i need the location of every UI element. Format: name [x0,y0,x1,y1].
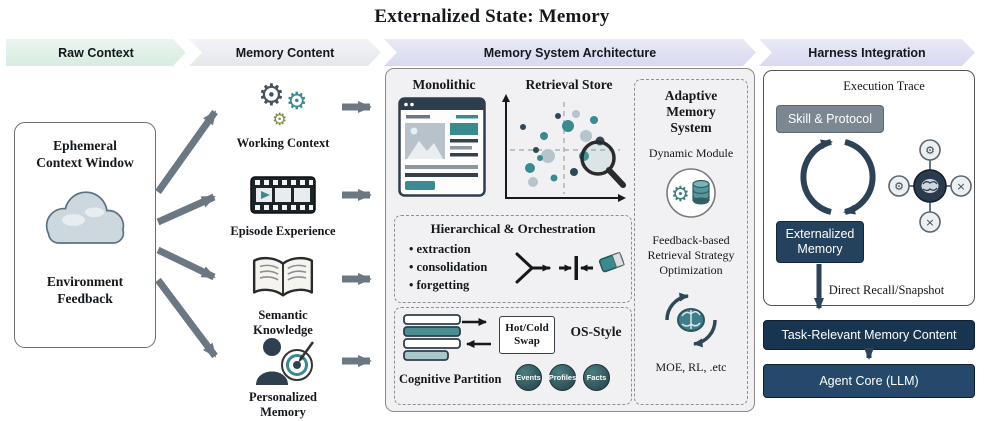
memory-item-label: Episode Experience [230,224,336,238]
cloud-icon [45,191,125,244]
banner-step-harness-integration: Harness Integration [759,39,975,66]
cognitive-partition-label: Cognitive Partition [399,372,502,386]
monolithic-webpage-icon [398,97,486,197]
banner-step-label: Harness Integration [808,45,926,60]
skill-protocol-box: Skill & Protocol [776,105,884,133]
film-strip-icon [250,176,316,214]
memory-item-semantic-knowledge: Semantic Knowledge [227,252,339,338]
agent-core-box: Agent Core (LLM) [763,364,975,398]
svg-text:⚙: ⚙ [671,182,690,206]
monolithic-label: Monolithic [412,77,476,92]
memory-item-episode-experience: Episode Experience [227,168,339,239]
retrieval-store-label: Retrieval Store [525,77,613,92]
memory-item-label: Personalized Memory [248,390,318,419]
adaptive-memory-box: Adaptive Memory System Dynamic Module ⚙ … [634,79,748,405]
partition-badges: Events Profiles Facts [515,364,610,391]
memory-item-label: Semantic Knowledge [253,308,313,337]
banner-step-label: Raw Context [58,45,134,60]
environment-feedback-label: Environment Feedback [46,274,124,306]
stage-banner: Raw Context Memory Content Memory System… [6,39,978,66]
open-book-icon [252,256,314,297]
task-relevant-memory-box: Task-Relevant Memory Content [763,320,975,350]
adaptive-title: Adaptive Memory System [664,88,718,135]
dynamic-module-label: Dynamic Module [648,146,734,160]
banner-step-label: Memory System Architecture [483,45,657,60]
badge-events: Events [515,364,542,391]
hot-cold-swap-label: Hot/Cold Swap [505,322,549,347]
memory-pages-icon [403,314,461,361]
externalized-memory-box: Externalized Memory [776,221,864,263]
hierarchical-title: Hierarchical & Orchestration [430,221,596,236]
page-title: Externalized State: Memory [374,6,610,27]
person-target-icon [256,338,315,385]
badge-facts: Facts [583,364,610,391]
hot-cold-swap-box: Hot/Cold Swap [499,316,555,354]
execution-trace-label: Execution Trace [843,79,925,93]
harness-integration-box: Execution Trace Skill & Protocol Externa… [763,70,975,306]
database-icon [692,179,710,205]
eraser-icon [598,251,625,273]
banner-step-label: Memory Content [235,45,335,60]
ephemeral-context-box: Ephemeral Context Window Environment Fee… [14,122,156,348]
gears-icon: ⚙⚙⚙ [258,78,308,130]
os-style-label: OS-Style [570,324,622,339]
hierarchical-orchestration-box: Hierarchical & Orchestration extraction … [394,215,632,303]
os-style-box: Hot/Cold Swap OS-Style Cognitive Partiti… [394,307,632,405]
badge-profiles: Profiles [549,364,576,391]
memory-item-label: Working Context [236,136,330,150]
feedback-optimization-label: Feedback-based Retrieval Strategy Optimi… [647,233,735,277]
merge-arrows-icon [515,252,551,284]
consolidate-icon [559,256,593,280]
bullet-consolidation: consolidation [409,258,488,276]
dynamic-module-icon: ⚙ [666,168,716,218]
banner-step-memory-content: Memory Content [189,39,381,66]
bullet-forgetting: forgetting [409,276,487,294]
memory-item-personalized-memory: Personalized Memory [227,334,339,420]
hierarchical-bullet-list: extraction consolidation forgetting [409,240,488,294]
direct-recall-label: Direct Recall/Snapshot [828,283,945,297]
ephemeral-context-label: Ephemeral Context Window [36,138,134,170]
bullet-extraction: extraction [409,240,487,258]
banner-step-raw-context: Raw Context [6,39,186,66]
retrieval-scatter-icon [502,94,626,202]
magnifier-icon [580,140,616,176]
orchestration-icons [515,251,625,284]
banner-step-memory-system-architecture: Memory System Architecture [384,39,756,66]
methods-label: MOE, RL, .etc [655,360,727,374]
brain-cycle-icon [665,292,717,348]
memory-system-architecture-box: Monolithic Retrieval Store [385,68,755,412]
memory-item-working-context: ⚙⚙⚙ Working Context [227,80,339,151]
